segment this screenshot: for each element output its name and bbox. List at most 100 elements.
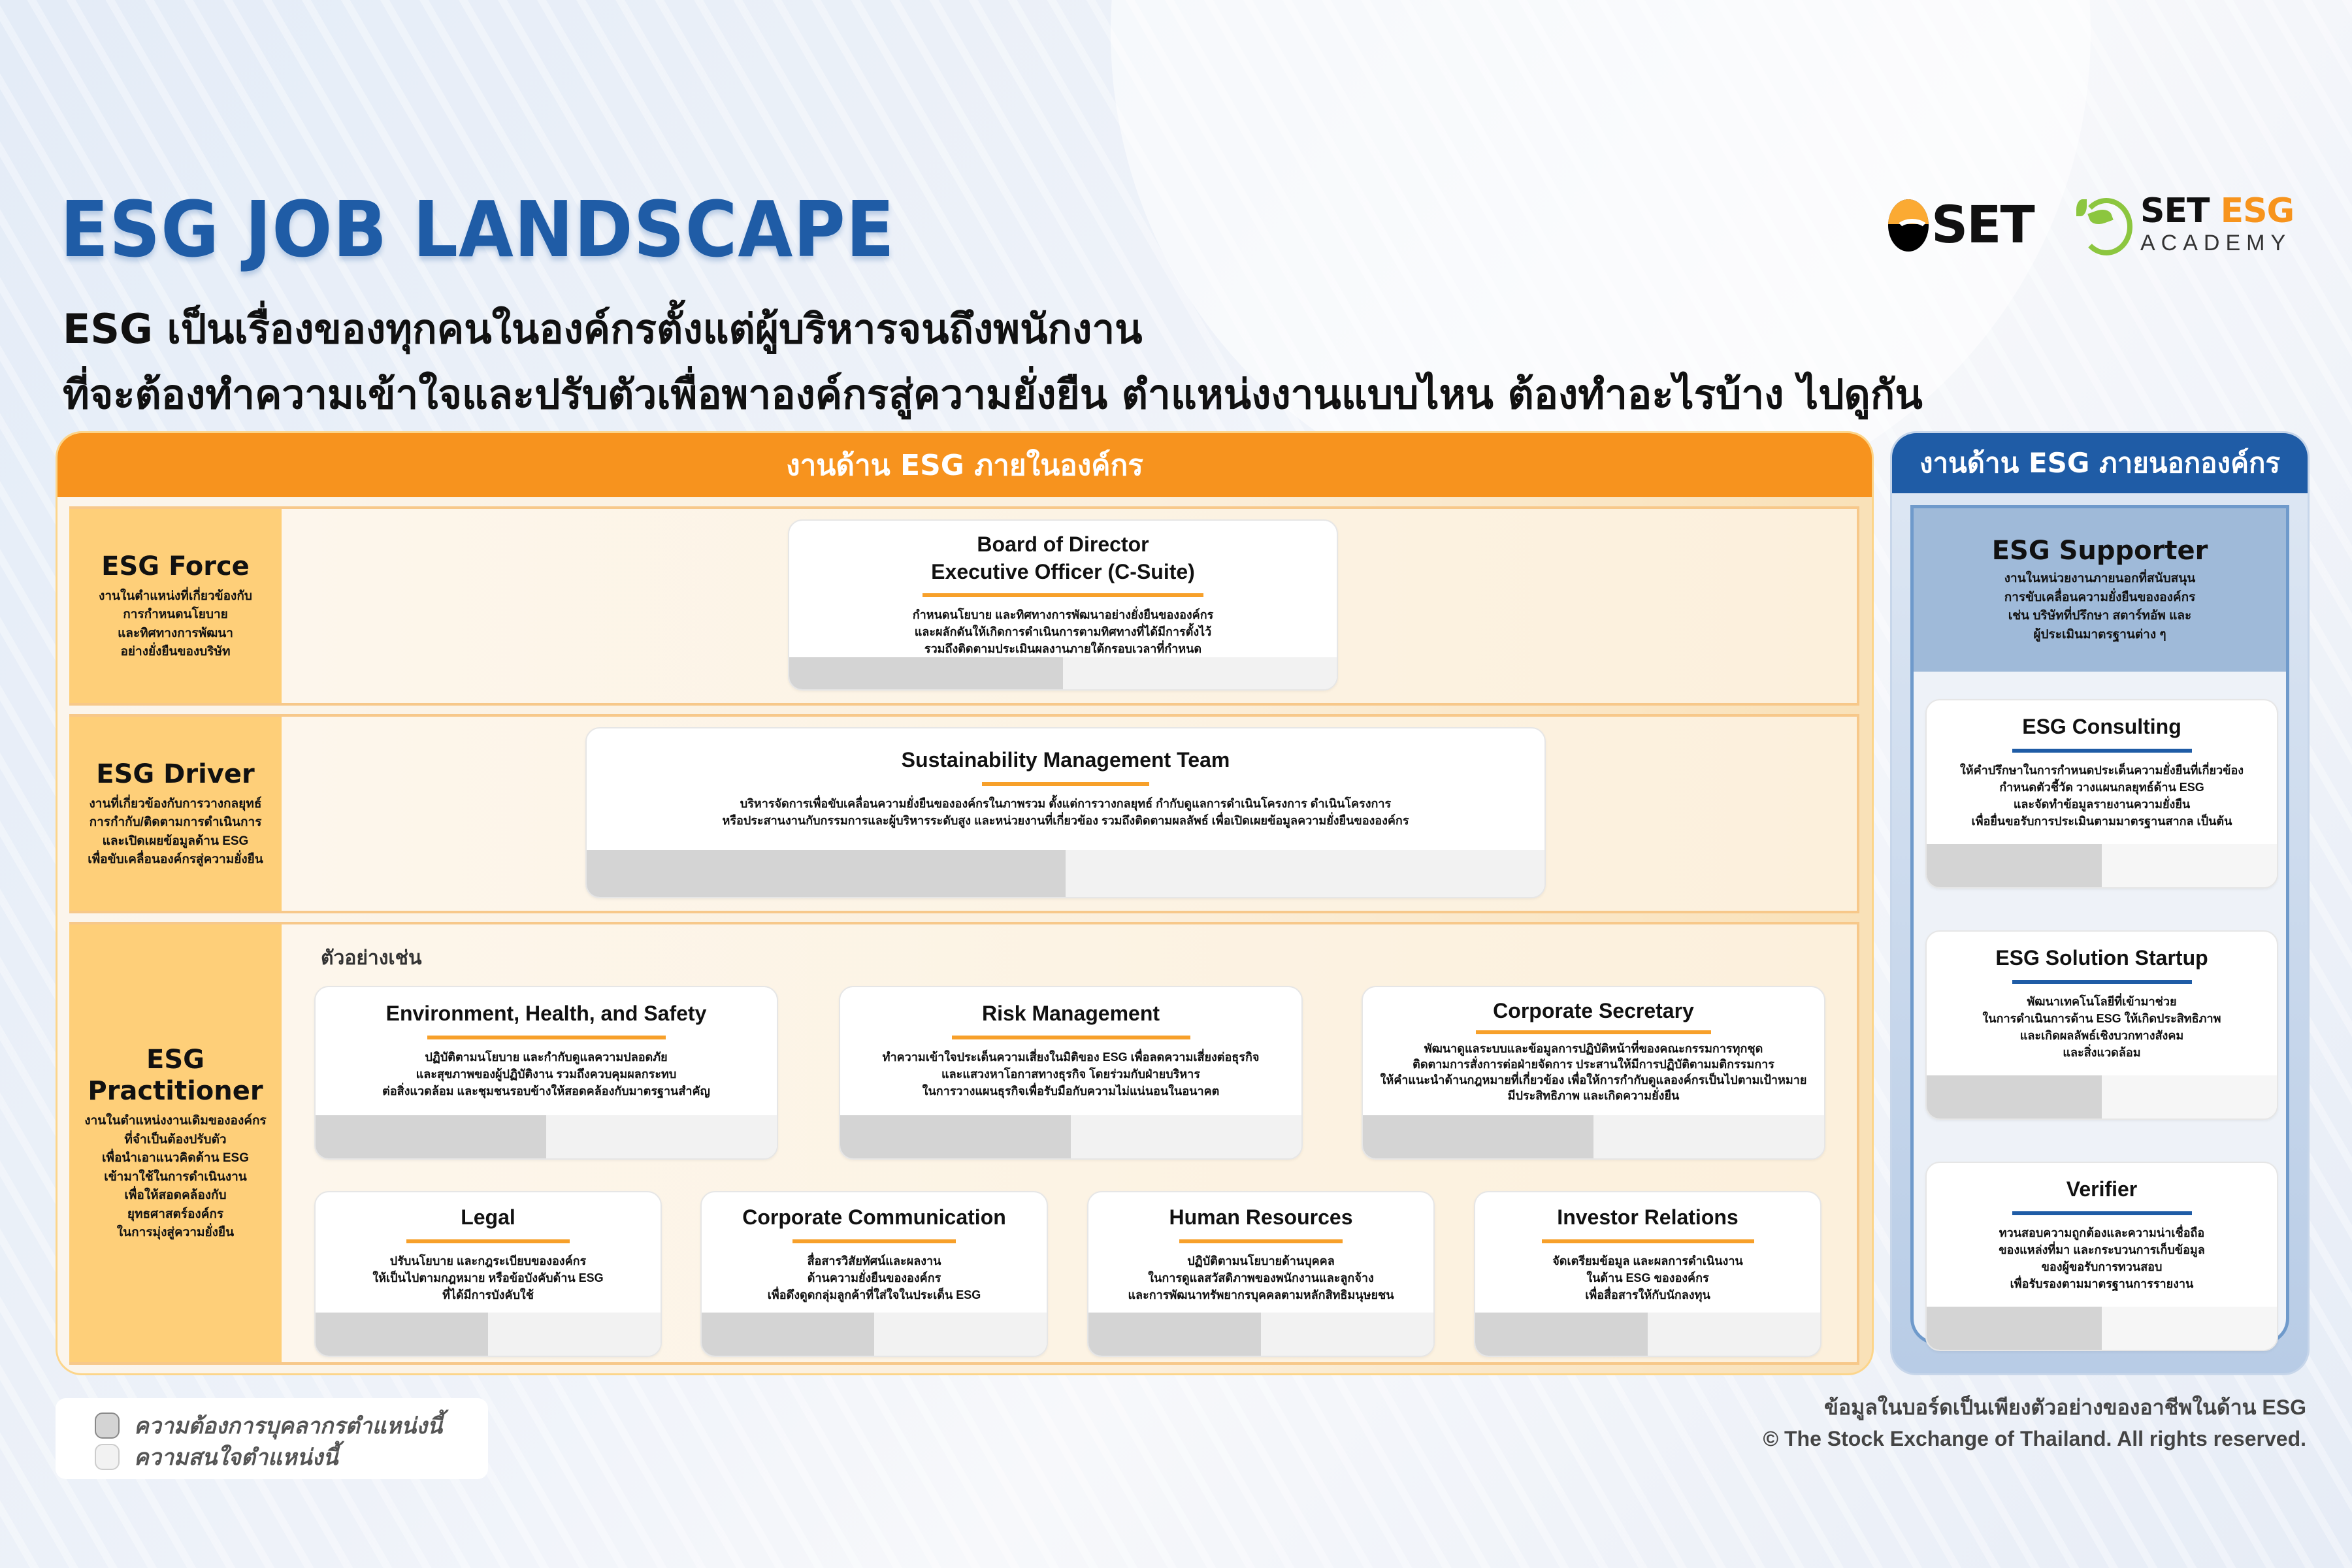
job-title: Verifier bbox=[2066, 1177, 2138, 1201]
row-label-esg-practitioner: ESG Practitioner งานในตำแหน่งงานเดิมของอ… bbox=[69, 924, 282, 1362]
rating-bar bbox=[1475, 1313, 1820, 1356]
academy-logo-set: SET bbox=[2140, 191, 2210, 231]
rating-bar bbox=[1927, 844, 2277, 887]
demand-block bbox=[1363, 1115, 1593, 1158]
job-card-legal[interactable]: Legal ปรับนโยบาย และกฎระเบียบขององค์กร ใ… bbox=[314, 1191, 662, 1357]
rating-bar bbox=[1927, 1075, 2277, 1119]
interest-block bbox=[2102, 1075, 2277, 1119]
accent-bar bbox=[2012, 1211, 2192, 1215]
demand-block bbox=[1927, 1075, 2102, 1119]
job-card-ehs[interactable]: Environment, Health, and Safety ปฏิบัติต… bbox=[314, 986, 778, 1160]
job-desc: ปฏิบัติตามนโยบาย และกำกับดูแลความปลอดภัย… bbox=[382, 1050, 710, 1098]
interest-block bbox=[1593, 1115, 1824, 1158]
interest-block bbox=[874, 1313, 1047, 1356]
interest-block bbox=[546, 1115, 777, 1158]
legend-item-interest: ความสนใจตำแหน่งนี้ bbox=[95, 1441, 488, 1473]
rating-bar bbox=[789, 657, 1337, 689]
interest-block bbox=[488, 1313, 661, 1356]
job-title: Board of Director Executive Officer (C-S… bbox=[931, 532, 1195, 583]
external-esg-panel: งานด้าน ESG ภายนอกองค์กร ESG Supporter ง… bbox=[1890, 431, 2310, 1375]
accent-bar bbox=[923, 593, 1203, 598]
job-card-human-resources[interactable]: Human Resources ปฏิบัติตามนโยบายด้านบุคค… bbox=[1087, 1191, 1435, 1357]
set-logo: SET bbox=[1888, 196, 2035, 255]
accent-bar bbox=[1541, 1239, 1754, 1243]
rating-bar bbox=[1363, 1115, 1824, 1158]
set-orb-icon bbox=[1888, 199, 1929, 252]
demand-block bbox=[587, 850, 1066, 897]
demand-block bbox=[316, 1313, 488, 1356]
footer-note: ข้อมูลในบอร์ดเป็นเพียงตัวอย่างของอาชีพใน… bbox=[1824, 1396, 2306, 1419]
job-title: ESG Consulting bbox=[2022, 715, 2181, 738]
subtitle-line-1: ESG เป็นเรื่องของทุกคนในองค์กรตั้งแต่ผู้… bbox=[63, 305, 1143, 353]
demand-block bbox=[1927, 844, 2102, 887]
rating-bar bbox=[1927, 1307, 2277, 1350]
row-esg-force: ESG Force งานในตำแหน่งที่เกี่ยวข้องกับ ก… bbox=[69, 506, 1859, 706]
job-desc: พัฒนาเทคโนโลยีที่เข้ามาช่วย ในการดำเนินก… bbox=[1982, 994, 2221, 1059]
demand-block bbox=[702, 1313, 874, 1356]
job-title: Human Resources bbox=[1169, 1205, 1353, 1229]
rating-bar bbox=[316, 1313, 661, 1356]
job-card-corporate-secretary[interactable]: Corporate Secretary พัฒนาดูแลระบบและข้อม… bbox=[1362, 986, 1825, 1160]
interest-block bbox=[2102, 844, 2277, 887]
demand-block bbox=[1475, 1313, 1648, 1356]
academy-logo-esg: ESG bbox=[2220, 191, 2295, 231]
job-card-risk-management[interactable]: Risk Management ทำความเข้าใจประเด็นความเ… bbox=[839, 986, 1303, 1160]
demand-block bbox=[316, 1115, 546, 1158]
accent-bar bbox=[1476, 1030, 1711, 1034]
job-title: Corporate Secretary bbox=[1493, 999, 1694, 1022]
job-card-board-csuite[interactable]: Board of Director Executive Officer (C-S… bbox=[788, 519, 1338, 691]
accent-bar bbox=[2012, 748, 2192, 753]
row-desc: งานในตำแหน่งที่เกี่ยวข้องกับ การกำหนดนโย… bbox=[99, 589, 252, 659]
demand-block bbox=[1088, 1313, 1261, 1356]
set-esg-academy-logo: SET ESG ACADEMY bbox=[2071, 191, 2295, 255]
subtitle-line-2: ที่จะต้องทำความเข้าใจและปรับตัวเพื่อพาอง… bbox=[63, 370, 1923, 418]
job-desc: กำหนดนโยบาย และทิศทางการพัฒนาอย่างยั่งยื… bbox=[912, 608, 1214, 656]
accent-bar bbox=[427, 1035, 666, 1039]
job-card-esg-consulting[interactable]: ESG Consulting ให้คำปรึกษาในการกำหนดประเ… bbox=[1925, 699, 2278, 889]
row-desc: งานในตำแหน่งงานเดิมขององค์กร ที่จำเป็นต้… bbox=[84, 1114, 267, 1240]
accent-bar bbox=[982, 781, 1149, 786]
row-title: ESG Practitioner bbox=[88, 1045, 263, 1107]
job-desc: ให้คำปรึกษาในการกำหนดประเด็นความยั่งยืนท… bbox=[1959, 763, 2244, 828]
internal-panel-header: งานด้าน ESG ภายในองค์กร bbox=[57, 433, 1872, 497]
legend: ความต้องการบุคลากรตำแหน่งนี้ ความสนใจตำแ… bbox=[56, 1398, 488, 1479]
job-title: Sustainability Management Team bbox=[901, 748, 1230, 772]
rating-bar bbox=[702, 1313, 1047, 1356]
interest-block bbox=[1071, 1115, 1301, 1158]
external-panel-body: ESG Supporter งานในหน่วยงานภายนอกที่สนับ… bbox=[1910, 505, 2289, 1351]
job-card-corporate-communication[interactable]: Corporate Communication สื่อสารวิสัยทัศน… bbox=[700, 1191, 1048, 1357]
accent-bar bbox=[792, 1239, 956, 1243]
job-title: ESG Solution Startup bbox=[1995, 946, 2208, 970]
interest-block bbox=[1261, 1313, 1433, 1356]
interest-block bbox=[2102, 1307, 2277, 1350]
job-card-verifier[interactable]: Verifier ทวนสอบความถูกต้องและความน่าเชื่… bbox=[1925, 1162, 2278, 1351]
footer-copyright: © The Stock Exchange of Thailand. All ri… bbox=[1763, 1427, 2306, 1450]
job-title: Investor Relations bbox=[1557, 1205, 1739, 1229]
row-title: ESG Driver bbox=[96, 759, 255, 789]
job-desc: ปรับนโยบาย และกฎระเบียบขององค์กร ให้เป็น… bbox=[372, 1254, 604, 1301]
job-card-sustainability-team[interactable]: Sustainability Management Team บริหารจัด… bbox=[585, 727, 1546, 898]
leaf-ring-icon bbox=[2071, 193, 2134, 255]
row-esg-driver: ESG Driver งานที่เกี่ยวข้องกับการวางกลยุ… bbox=[69, 714, 1859, 913]
row-esg-practitioner: ESG Practitioner งานในตำแหน่งงานเดิมของอ… bbox=[69, 922, 1859, 1365]
job-desc: บริหารจัดการเพื่อขับเคลื่อนความยั่งยืนขอ… bbox=[722, 796, 1409, 827]
job-desc: ทวนสอบความถูกต้องและความน่าเชื่อถือ ของแ… bbox=[1999, 1226, 2205, 1290]
accent-bar bbox=[1179, 1239, 1343, 1243]
accent-bar bbox=[2012, 979, 2192, 984]
row-title: ESG Force bbox=[101, 551, 250, 581]
rating-bar bbox=[587, 850, 1544, 897]
internal-esg-panel: งานด้าน ESG ภายในองค์กร ESG Force งานในต… bbox=[56, 431, 1874, 1375]
interest-block bbox=[1066, 850, 1544, 897]
job-card-investor-relations[interactable]: Investor Relations จัดเตรียมข้อมูล และผล… bbox=[1474, 1191, 1821, 1357]
supporter-desc: งานในหน่วยงานภายนอกที่สนับสนุน การขับเคล… bbox=[2004, 572, 2196, 642]
job-desc: พัฒนาดูแลระบบและข้อมูลการปฏิบัติหน้าที่ข… bbox=[1380, 1041, 1807, 1103]
external-panel-header: งานด้าน ESG ภายนอกองค์กร bbox=[1892, 433, 2308, 493]
rating-bar bbox=[840, 1115, 1301, 1158]
row-desc: งานที่เกี่ยวข้องกับการวางกลยุทธ์ การกำกั… bbox=[88, 796, 263, 867]
job-card-esg-solution-startup[interactable]: ESG Solution Startup พัฒนาเทคโนโลยีที่เข… bbox=[1925, 930, 2278, 1120]
row-label-esg-force: ESG Force งานในตำแหน่งที่เกี่ยวข้องกับ ก… bbox=[69, 509, 282, 703]
rating-bar bbox=[316, 1115, 777, 1158]
accent-bar bbox=[406, 1239, 570, 1243]
demand-block bbox=[1927, 1307, 2102, 1350]
row-label-esg-driver: ESG Driver งานที่เกี่ยวข้องกับการวางกลยุ… bbox=[69, 717, 282, 911]
